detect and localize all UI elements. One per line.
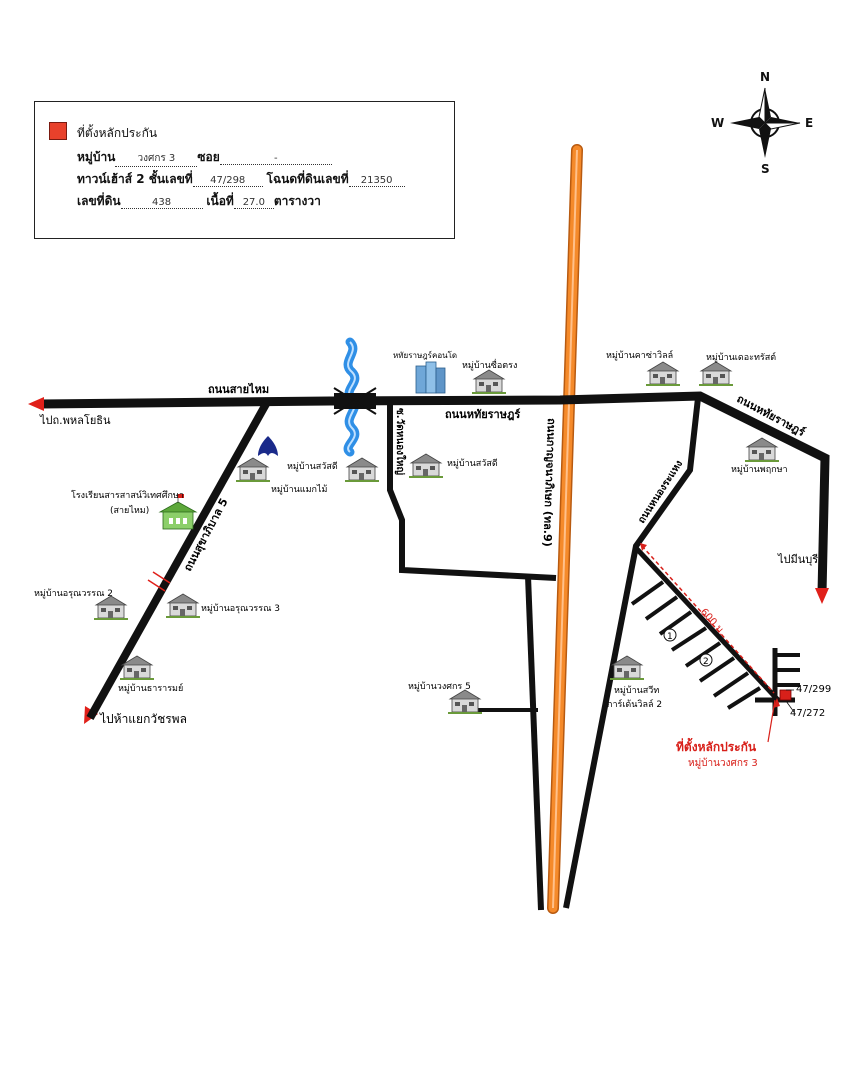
village-label: หมู่บ้าน [77,150,116,164]
label-road-soi-wat: ซ.วัดหนองใหญ่ [394,408,407,475]
house-maekmai-icon [235,457,271,483]
label-arunwan-2: หมู่บ้านอรุณวรรณ 2 [34,588,113,599]
side-soi-1 [630,580,665,606]
distance-line [641,545,775,694]
soi-value: - [219,153,332,165]
deed-label: โฉนดที่ดินเลขที่ [266,172,349,186]
label-to-min-buri: ไปมีนบุรี [777,553,818,566]
townhouse-label: ทาวน์เฮ้าส์ 2 ชั้นเลขที่ [77,172,193,186]
label-sawatdi-1: หมู่บ้านสวัสดี [287,461,338,472]
area-value: 27.0 [233,197,274,209]
house-arunwan-3-icon [165,593,201,619]
compass-icon [730,87,801,158]
label-chue-trong: หมู่บ้านซื่อตรง [462,358,517,371]
highway-center [552,149,578,909]
marker-2-label: 2 [703,657,709,667]
label-school-1: โรงเรียนสารสาสน์วิเทศศึกษา [71,489,184,501]
house-arunwan-2-icon [93,595,129,621]
side-soi-6 [698,656,736,683]
compass-west: W [711,116,725,130]
compass-south: S [761,162,770,176]
target-pointer-arrow [773,698,780,708]
deed-value: 21350 [348,175,405,187]
school-icon [158,494,198,530]
road-nong-ra-haeng [563,397,701,909]
land-no-label: เลขที่ดิน [77,194,121,208]
area-label: เนื้อที่ [206,194,234,208]
condo-building-icon [415,361,446,394]
label-sawatdi-2: หมู่บ้านสวัสดี [447,458,498,469]
house-chue-trong-icon [471,369,507,395]
village-value: วงศกร 3 [115,151,198,167]
distance-arrow-start [640,543,647,551]
road-wongsakorn-5 [525,575,544,911]
road-soi-target [634,546,780,702]
road-break-2 [147,579,166,592]
house-the-trust-icon [698,361,734,387]
label-phruksa: หมู่บ้านพฤกษา [731,464,788,475]
side-soi-7 [712,671,750,698]
house-kasa-ville-icon [645,361,681,387]
area-unit: ตารางวา [273,194,321,208]
house-phruksa-icon [744,437,780,463]
land-no-value: 438 [120,197,203,209]
compass-north: N [760,70,771,84]
house-sawatdi-2-icon [408,453,444,479]
label-wongsakorn-5: หมู่บ้านวงศกร 5 [408,681,471,692]
label-to-watcharaphon: ไปห้าแยกวัชรพล [99,712,187,726]
compass-east: E [805,116,814,130]
marker-1-circle [663,628,677,642]
road-break-1 [152,571,171,584]
label-the-trust: หมู่บ้านเดอะทรัสต์ [706,351,776,363]
label-hathai-condo: หทัยราษฎร์คอนโด [393,350,457,360]
road-sai-mai-hathai-rat [39,391,830,594]
bridge-mark-2 [333,387,377,415]
collateral-swatch [49,122,67,140]
road-soi-wat [387,404,557,581]
maekmai-logo-icon [258,436,278,456]
label-arunwan-3: หมู่บ้านอรุณวรรณ 3 [201,603,280,614]
compass-rose: N S W E [710,66,820,176]
house-lower-line [785,700,795,713]
house-wongsakorn-5-icon [447,689,483,715]
label-thararom: หมู่บ้านธารารมย์ [118,682,183,694]
target-marker [779,689,792,701]
house-47-272: 47/272 [790,708,825,719]
legend-townhouse-row: ทาวน์เฮ้าส์ 2 ชั้นเลขที่47/298 โฉนดที่ดิ… [77,170,405,189]
house-sawatdi-1-icon [344,457,380,483]
label-road-kanchanaphisek: ถนนกาญจนาภิเษก (ทล.9) [541,418,558,547]
label-road-hathai-rat: ถนนหทัยราษฎร์ [445,408,520,421]
house-47-299: 47/299 [796,684,831,695]
road-sukhaphiban-5 [86,402,270,720]
side-soi-8 [726,686,762,710]
legend-title: ที่ตั้งหลักประกัน [77,126,158,140]
label-road-sai-mai: ถนนสายไหม [208,382,269,396]
arrow-west [28,397,44,411]
side-soi-2 [644,595,679,621]
soi-label: ซอย [197,150,220,164]
townhouse-value: 47/298 [192,175,263,187]
label-maekmai: หมู่บ้านแมกไม้ [271,484,327,495]
side-soi-4 [670,626,708,652]
side-soi-3 [658,610,693,636]
label-swift-2: การ์เด้นวิลล์ 2 [607,698,662,710]
marker-2-circle [699,653,713,667]
label-swift-1: หมู่บ้านสวีท [614,685,659,696]
marker-1-label: 1 [667,632,673,642]
target-title: ที่ตั้งหลักประกัน [676,737,757,754]
target-village: หมู่บ้านวงศกร 3 [688,757,758,769]
label-kasa-ville: หมู่บ้านคาซ่าวิลล์ [606,349,673,361]
label-to-phahon-yothin: ไปถ.พหลโยธิน [39,413,111,427]
label-school-2: (สายไหม) [110,505,149,516]
arrow-south-east [815,588,829,604]
